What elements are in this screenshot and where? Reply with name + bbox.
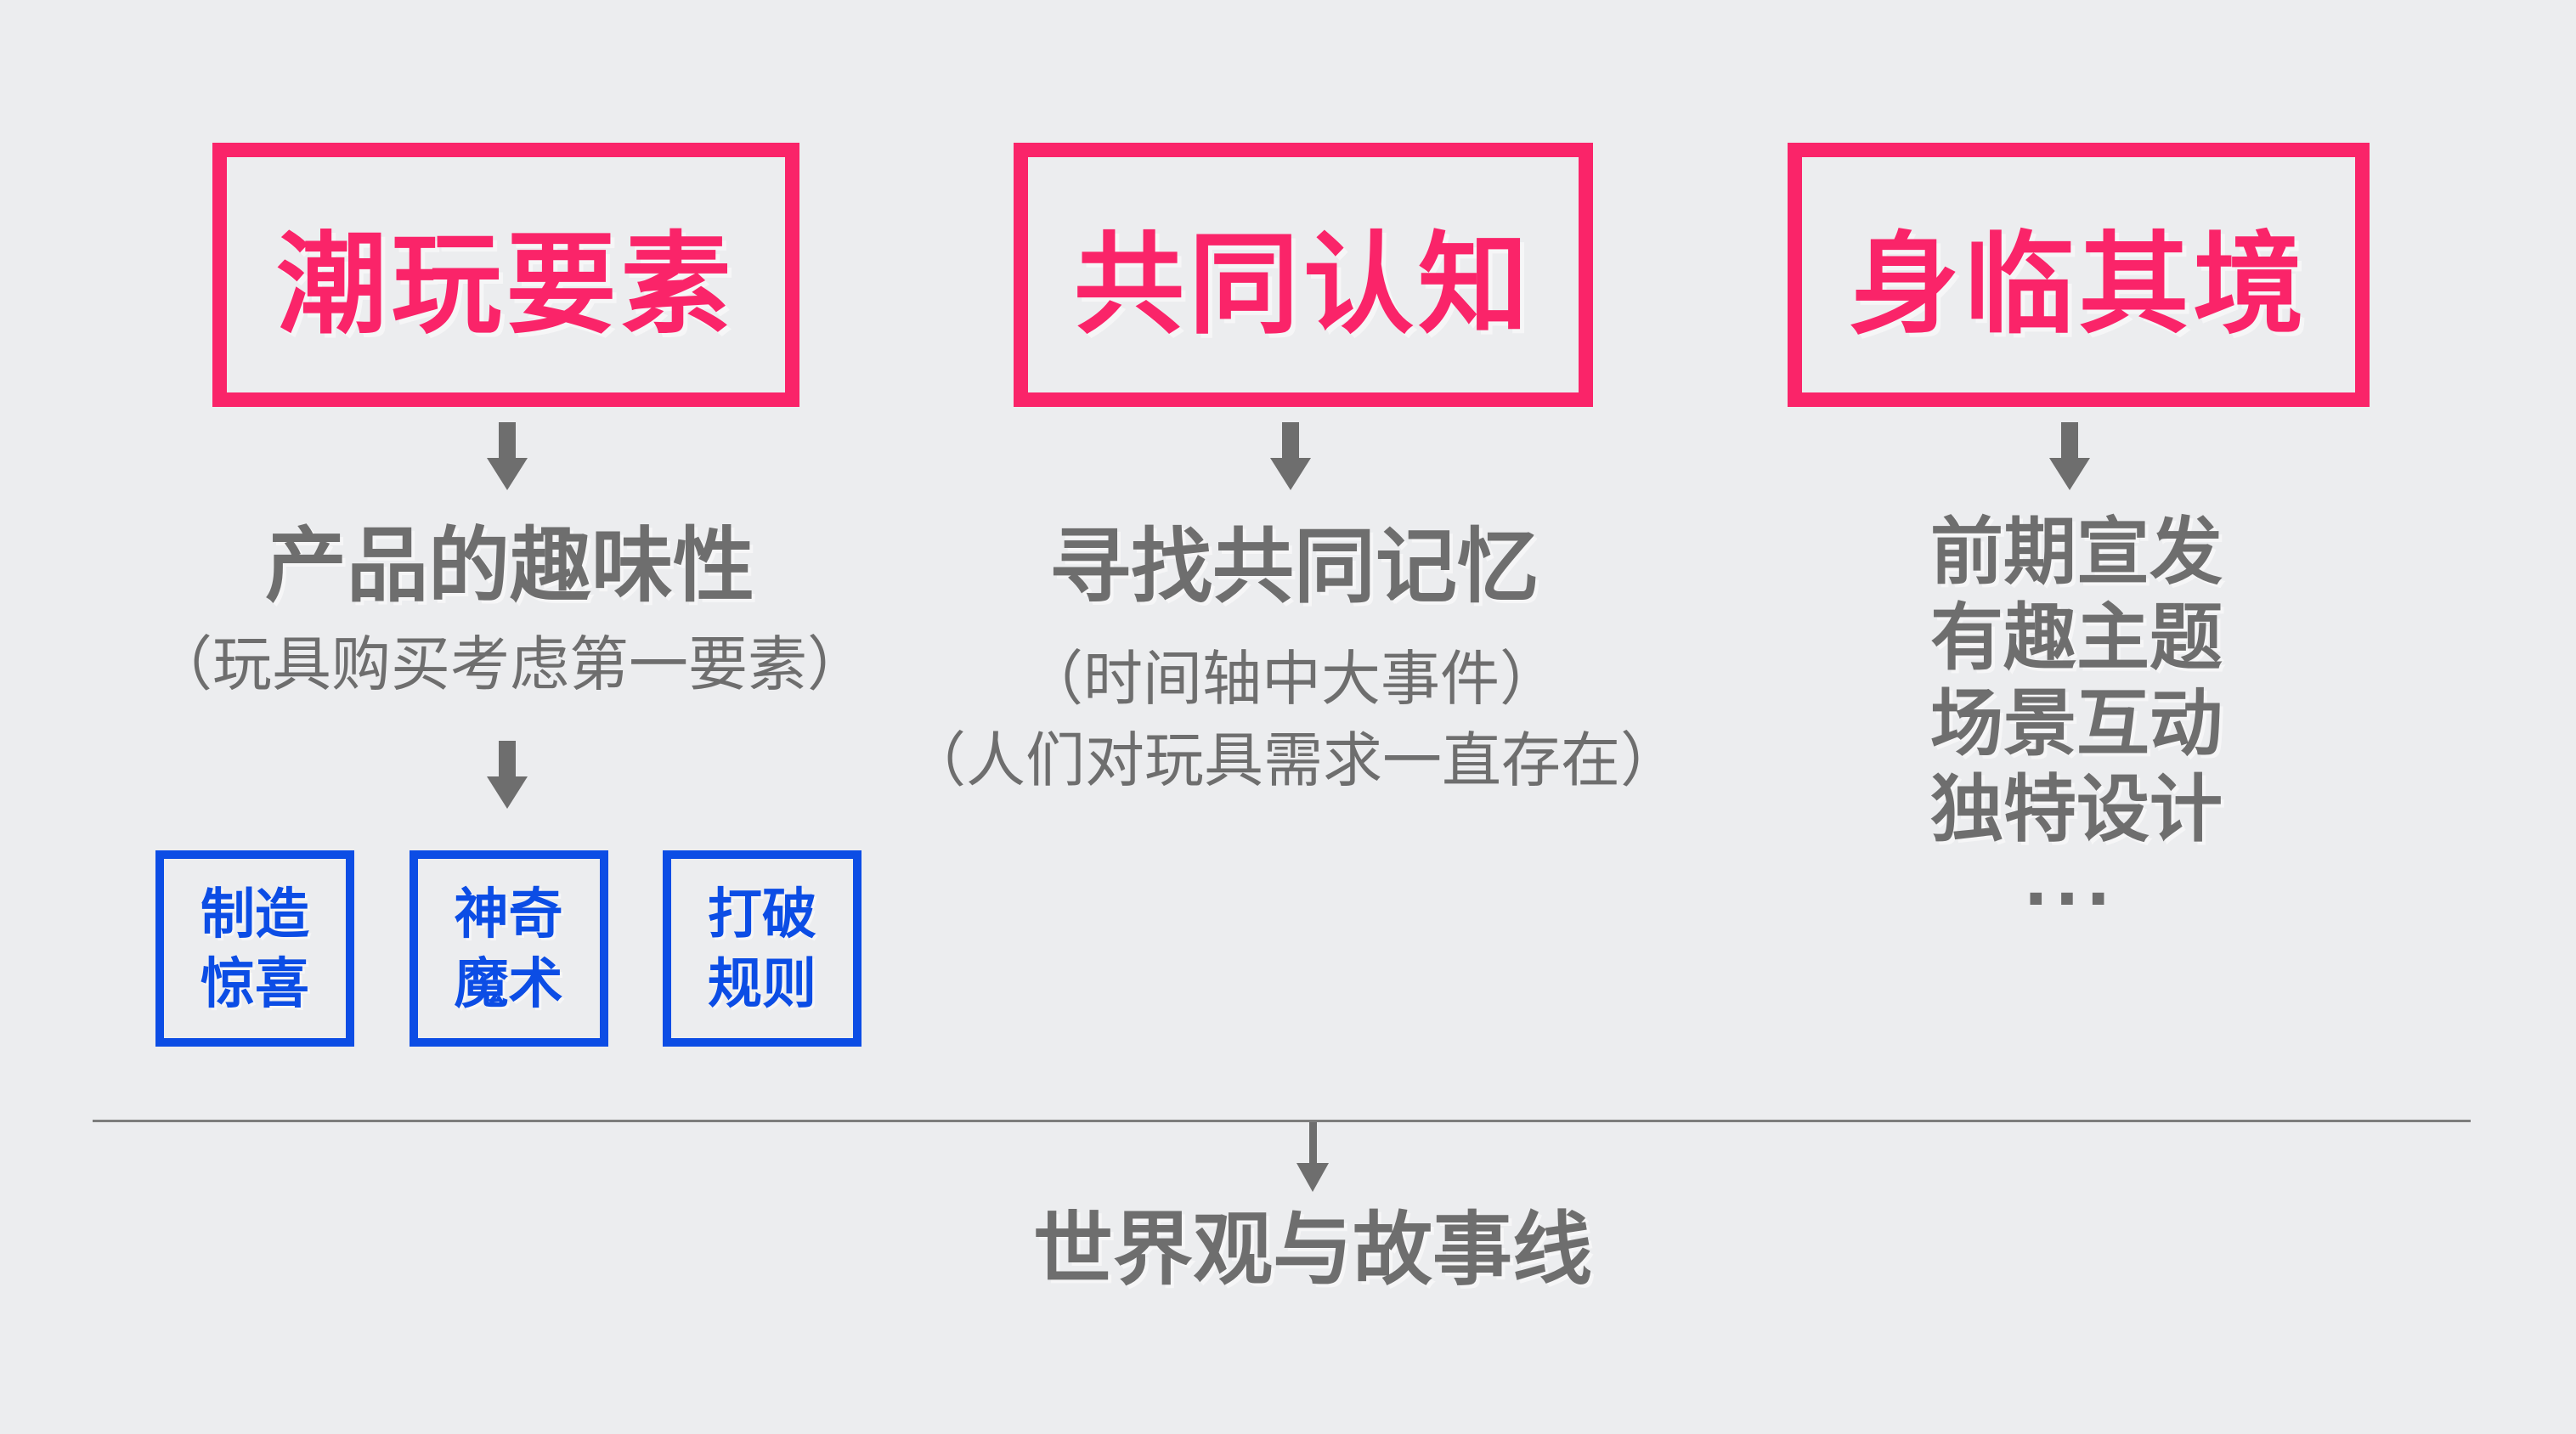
header-label-immersive: 身临其境	[1849, 222, 2308, 347]
separator-line	[93, 1120, 2471, 1122]
down-arrow-icon	[487, 741, 528, 809]
sub-factor-tags: 制造 惊喜 神奇 魔术 打破 规则	[155, 850, 861, 1047]
tag-line: 打破	[708, 883, 816, 945]
tag-line: 制造	[201, 883, 309, 945]
tag-line: 惊喜	[201, 952, 309, 1014]
col1-title: 产品的趣味性	[265, 521, 754, 612]
col2-note-1: （时间轴中大事件）	[1024, 646, 1559, 712]
header-box-trendy-toy-elements: 潮玩要素	[212, 143, 799, 407]
arrow-shaft	[499, 422, 516, 458]
arrow-shaft	[2061, 422, 2078, 458]
header-box-immersive: 身临其境	[1788, 143, 2370, 407]
col3-list-item: 前期宣发	[1930, 511, 2223, 593]
col2-note-2: （人们对玩具需求一直存在）	[907, 727, 1680, 793]
arrow-shaft	[499, 741, 516, 776]
col3-list: 前期宣发 有趣主题 场景互动 独特设计	[1930, 510, 2223, 853]
arrow-head	[1296, 1163, 1329, 1192]
arrow-head	[487, 776, 528, 809]
col2-title: 寻找共同记忆	[1049, 522, 1539, 613]
down-arrow-icon	[487, 422, 528, 490]
tag-box-break-rules: 打破 规则	[663, 850, 861, 1047]
col3-list-item: 有趣主题	[1930, 597, 2223, 679]
arrow-shaft	[1308, 1122, 1317, 1163]
col1-note: （玩具购买考虑第一要素）	[153, 631, 867, 697]
arrow-head	[1270, 458, 1311, 490]
arrow-shaft	[1282, 422, 1299, 458]
tag-line: 魔术	[454, 952, 563, 1014]
arrow-head	[487, 458, 528, 490]
ellipsis-icon: ...	[2024, 832, 2119, 923]
tag-box-create-surprise: 制造 惊喜	[155, 850, 354, 1047]
down-arrow-icon	[1296, 1122, 1329, 1192]
footer-title: 世界观与故事线	[1032, 1205, 1593, 1294]
tag-line: 神奇	[454, 883, 563, 945]
col3-list-item: 独特设计	[1930, 769, 2223, 850]
tag-line: 规则	[708, 952, 816, 1014]
header-label-shared-cognition: 共同认知	[1073, 222, 1533, 347]
header-label-trendy-toy-elements: 潮玩要素	[276, 222, 736, 347]
down-arrow-icon	[2049, 422, 2090, 490]
col3-list-item: 场景互动	[1930, 683, 2223, 765]
tag-box-magic: 神奇 魔术	[409, 850, 608, 1047]
header-box-shared-cognition: 共同认知	[1014, 143, 1593, 407]
arrow-head	[2049, 458, 2090, 490]
down-arrow-icon	[1270, 422, 1311, 490]
